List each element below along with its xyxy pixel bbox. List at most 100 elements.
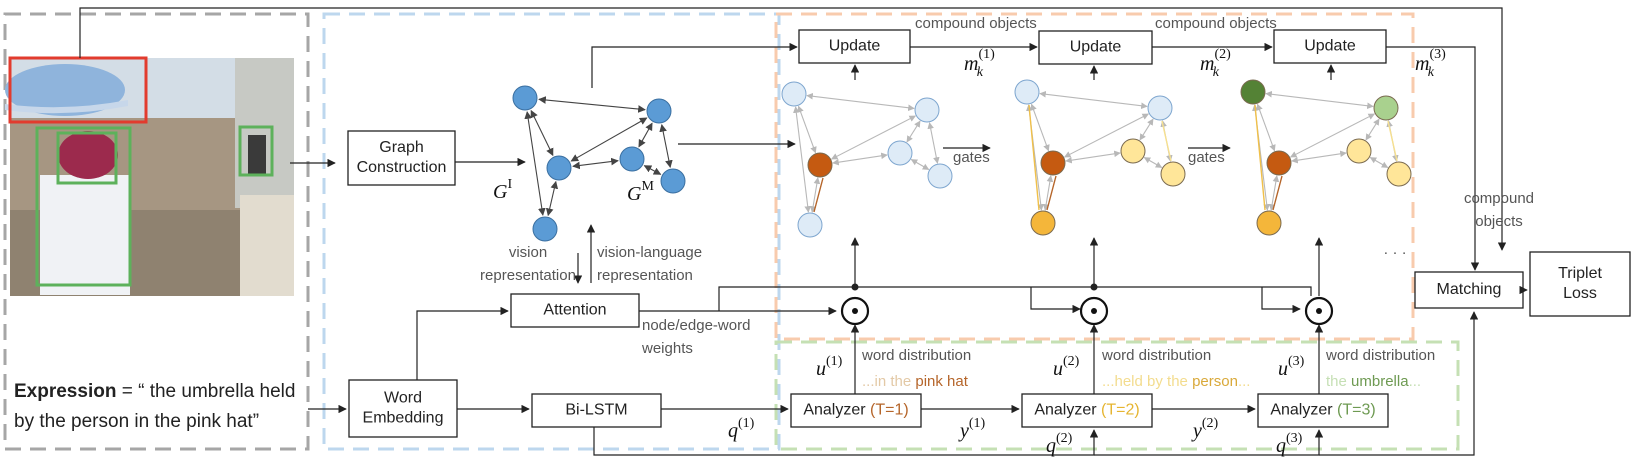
triplet-loss-box-label: Triplet bbox=[1558, 265, 1602, 282]
graph-edge bbox=[570, 117, 648, 162]
graph-node bbox=[646, 98, 672, 124]
ellipsis-label: · · · bbox=[1383, 244, 1406, 261]
step-edge bbox=[927, 122, 940, 164]
step-edge bbox=[1289, 113, 1376, 158]
update-box-3-label: Update bbox=[1304, 38, 1356, 55]
matching-box: Matching bbox=[1414, 271, 1524, 309]
word-distribution-label-1: word distribution bbox=[861, 347, 971, 364]
graph-node bbox=[619, 146, 645, 172]
update-box-1: Update bbox=[798, 29, 911, 64]
graph-construction-box-label: Construction bbox=[357, 159, 447, 176]
step-node bbox=[1256, 210, 1282, 236]
connector bbox=[718, 286, 1312, 311]
elementwise-product-3 bbox=[1304, 296, 1334, 326]
step-edge bbox=[793, 106, 811, 213]
math-y1: y(1) bbox=[958, 416, 986, 442]
visual-graph bbox=[512, 85, 686, 242]
analyzer-region bbox=[774, 340, 1460, 451]
step-graph-1 bbox=[781, 81, 953, 238]
vision-representation-label: representation bbox=[480, 267, 576, 284]
update-box-2: Update bbox=[1038, 30, 1153, 65]
expression-line-2: by the person in the pink hat” bbox=[14, 411, 259, 432]
graph-node bbox=[512, 85, 538, 111]
step-edge bbox=[1039, 90, 1148, 110]
step-edge bbox=[1042, 175, 1054, 211]
step-edge bbox=[830, 115, 917, 160]
math-m2: m(2)k bbox=[1200, 47, 1231, 80]
compound-objects-label-2: compound objects bbox=[1155, 15, 1277, 32]
math-m1: m(1)k bbox=[964, 47, 995, 80]
step-node bbox=[807, 152, 833, 178]
step-edge bbox=[809, 177, 821, 213]
step-node bbox=[1030, 210, 1056, 236]
node-edge-word-weights-label: node/edge-word bbox=[642, 317, 750, 334]
junction-dot bbox=[851, 283, 859, 291]
connector bbox=[416, 306, 509, 380]
analyzer-box-2-label: Analyzer (T=2) bbox=[1034, 402, 1139, 419]
graph-edge bbox=[643, 165, 662, 175]
step-node bbox=[1346, 138, 1372, 164]
analyzer-box-3: Analyzer (T=3) bbox=[1257, 393, 1389, 428]
image-to-loss-arrow bbox=[79, 7, 1507, 251]
analyzer-box-1: Analyzer (T=1) bbox=[790, 393, 922, 428]
word-embedding-box-label: Word bbox=[384, 390, 422, 407]
graph-edge bbox=[572, 157, 619, 170]
connector bbox=[1386, 46, 1480, 271]
update-box-2-label: Update bbox=[1070, 39, 1122, 56]
phrase-label-2: ...held by the person... bbox=[1102, 373, 1250, 390]
highlight-edge bbox=[1046, 175, 1057, 211]
step-node bbox=[1014, 79, 1040, 105]
analyzer-box-1-label: Analyzer (T=1) bbox=[803, 402, 908, 419]
bilstm-box: Bi-LSTM bbox=[531, 393, 662, 428]
graph-node bbox=[660, 168, 686, 194]
expression-text: Expression = “ the umbrella held by the … bbox=[14, 381, 295, 432]
step-node bbox=[781, 81, 807, 107]
input-photo bbox=[5, 56, 294, 296]
highlight-edge bbox=[1272, 175, 1283, 211]
math-q2: q(2) bbox=[1046, 431, 1073, 457]
step-graphs bbox=[781, 79, 1412, 238]
highlight-edge bbox=[1161, 120, 1172, 162]
graph-construction-box-label: Graph bbox=[379, 139, 423, 156]
step-edge bbox=[1143, 157, 1163, 168]
step-edge bbox=[1065, 150, 1121, 164]
bilstm-box-label: Bi-LSTM bbox=[565, 402, 627, 419]
step-node bbox=[1373, 95, 1399, 121]
connector bbox=[591, 42, 798, 88]
elementwise-product-2 bbox=[1079, 296, 1109, 326]
step-edge bbox=[1291, 150, 1347, 164]
step-edge bbox=[910, 159, 930, 170]
step-edge bbox=[806, 92, 915, 112]
graph-edge bbox=[545, 180, 559, 217]
graph-edge bbox=[530, 109, 554, 157]
step-edge bbox=[906, 120, 921, 143]
phrase-label-1: ...in the pink hat bbox=[862, 373, 969, 390]
step-node bbox=[1040, 150, 1066, 176]
analyzer-box-3-label: Analyzer (T=3) bbox=[1270, 402, 1375, 419]
step-node bbox=[1147, 95, 1173, 121]
connector bbox=[1319, 311, 1479, 456]
step-edge bbox=[1365, 118, 1380, 141]
math-m3: m(3)k bbox=[1415, 47, 1446, 80]
step-node bbox=[1386, 161, 1412, 187]
step-edge bbox=[1063, 113, 1150, 158]
step-node bbox=[914, 97, 940, 123]
step-node bbox=[797, 212, 823, 238]
graph-region bbox=[322, 12, 781, 451]
hat-bbox bbox=[56, 131, 118, 185]
triplet-loss-box-label: Loss bbox=[1563, 285, 1597, 302]
step-graph-2 bbox=[1014, 79, 1186, 236]
attention-box: Attention bbox=[510, 293, 640, 328]
matching-box-label: Matching bbox=[1437, 281, 1502, 298]
expression-line-1: Expression = “ the umbrella held bbox=[14, 381, 295, 402]
connector bbox=[1030, 287, 1081, 314]
graph-node bbox=[546, 155, 572, 181]
highlight-edge bbox=[1254, 104, 1266, 211]
compound-objects-label-3: objects bbox=[1475, 213, 1523, 230]
junction-dot bbox=[1090, 283, 1098, 291]
step-edge bbox=[1256, 103, 1276, 152]
graph-edge bbox=[659, 123, 673, 169]
update-box-1-label: Update bbox=[829, 38, 881, 55]
